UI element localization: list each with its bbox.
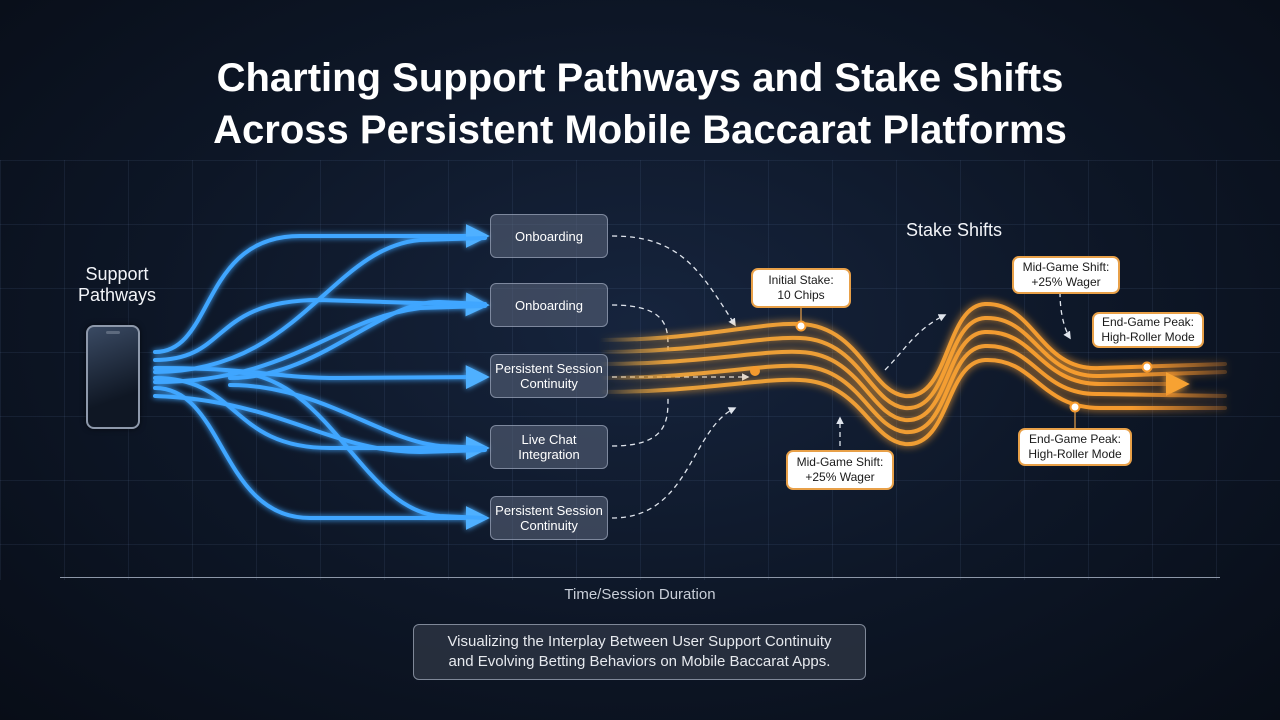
support-stream (153, 292, 490, 362)
stake-wave (598, 329, 1190, 423)
callout-mid-game-shift-top: Mid-Game Shift: +25% Wager (1012, 256, 1120, 294)
caption-line-1: Visualizing the Interplay Between User S… (447, 633, 832, 650)
node-line-2: Integration (518, 447, 580, 462)
node-line-1: Onboarding (515, 228, 583, 244)
support-stream (228, 370, 487, 520)
support-label-line-2: Pathways (77, 285, 157, 305)
time-axis-label: Time/Session Duration (564, 586, 716, 603)
node-line-1: Persistent Session (495, 503, 603, 518)
support-stream (153, 365, 490, 390)
connector (611, 235, 736, 327)
title-line-2: Across Persistent Mobile Baccarat Platfo… (213, 108, 1067, 152)
stake-marker (750, 366, 760, 376)
support-streams (153, 224, 490, 530)
connector (611, 304, 669, 351)
callout-line-2: +25% Wager (1031, 275, 1101, 289)
stake-wave (598, 343, 1227, 435)
callout-line-1: Mid-Game Shift: (1022, 260, 1110, 274)
callout-line-2: High-Roller Mode (1028, 447, 1122, 461)
stake-marker (795, 320, 807, 332)
stake-wave (598, 357, 1227, 447)
title-line-1: Charting Support Pathways and Stake Shif… (216, 56, 1064, 100)
stake-wave (598, 301, 1227, 399)
support-stream (153, 386, 490, 530)
support-stream (153, 236, 487, 374)
connector (1059, 291, 1071, 340)
stake-shifts-title: Stake Shifts (905, 220, 1003, 240)
connector (611, 397, 669, 447)
support-stream (153, 224, 490, 354)
stake-marker (1069, 401, 1081, 413)
smartphone-icon (86, 325, 140, 429)
callout-initial-stake: Initial Stake: 10 Chips (751, 268, 851, 308)
callout-line-1: Initial Stake: (768, 273, 834, 287)
page-title: Charting Support Pathways and Stake Shif… (0, 52, 1280, 156)
callout-line-1: End-Game Peak: (1101, 315, 1195, 329)
callout-mid-game-shift-bottom: Mid-Game Shift: +25% Wager (786, 450, 894, 490)
node-onboarding-1: Onboarding (490, 214, 608, 258)
callout-stems (800, 306, 1076, 428)
callout-line-1: Mid-Game Shift: (796, 455, 884, 469)
stake-waves (598, 301, 1227, 447)
callout-line-2: 10 Chips (777, 288, 825, 302)
node-onboarding-2: Onboarding (490, 283, 608, 327)
node-line-1: Live Chat (521, 432, 577, 447)
support-stream (153, 394, 487, 455)
time-axis-line (60, 577, 1220, 578)
node-line-2: Continuity (520, 518, 578, 533)
support-stream (228, 299, 487, 380)
node-line-1: Persistent Session (495, 361, 603, 376)
support-label-line-1: Support (85, 264, 149, 284)
callout-end-game-peak-right: End-Game Peak: High-Roller Mode (1092, 312, 1204, 348)
callout-end-game-peak-bottom: End-Game Peak: High-Roller Mode (1018, 428, 1132, 466)
callout-line-1: End-Game Peak: (1028, 432, 1122, 446)
support-stream (228, 383, 487, 450)
caption-line-2: and Evolving Betting Behaviors on Mobile… (448, 653, 831, 670)
connector (884, 314, 947, 371)
node-line-2: Continuity (520, 376, 578, 391)
stake-wave (598, 315, 1227, 411)
node-line-1: Onboarding (515, 297, 583, 313)
callout-line-2: +25% Wager (805, 470, 875, 484)
support-pathways-label: Support Pathways (60, 264, 174, 306)
callout-line-2: High-Roller Mode (1101, 330, 1195, 344)
stake-marker (1141, 361, 1153, 373)
phone-notch (106, 331, 120, 334)
support-stream (153, 376, 490, 460)
connector (611, 407, 737, 519)
caption-box: Visualizing the Interplay Between User S… (413, 624, 866, 680)
stake-markers (750, 320, 1153, 413)
